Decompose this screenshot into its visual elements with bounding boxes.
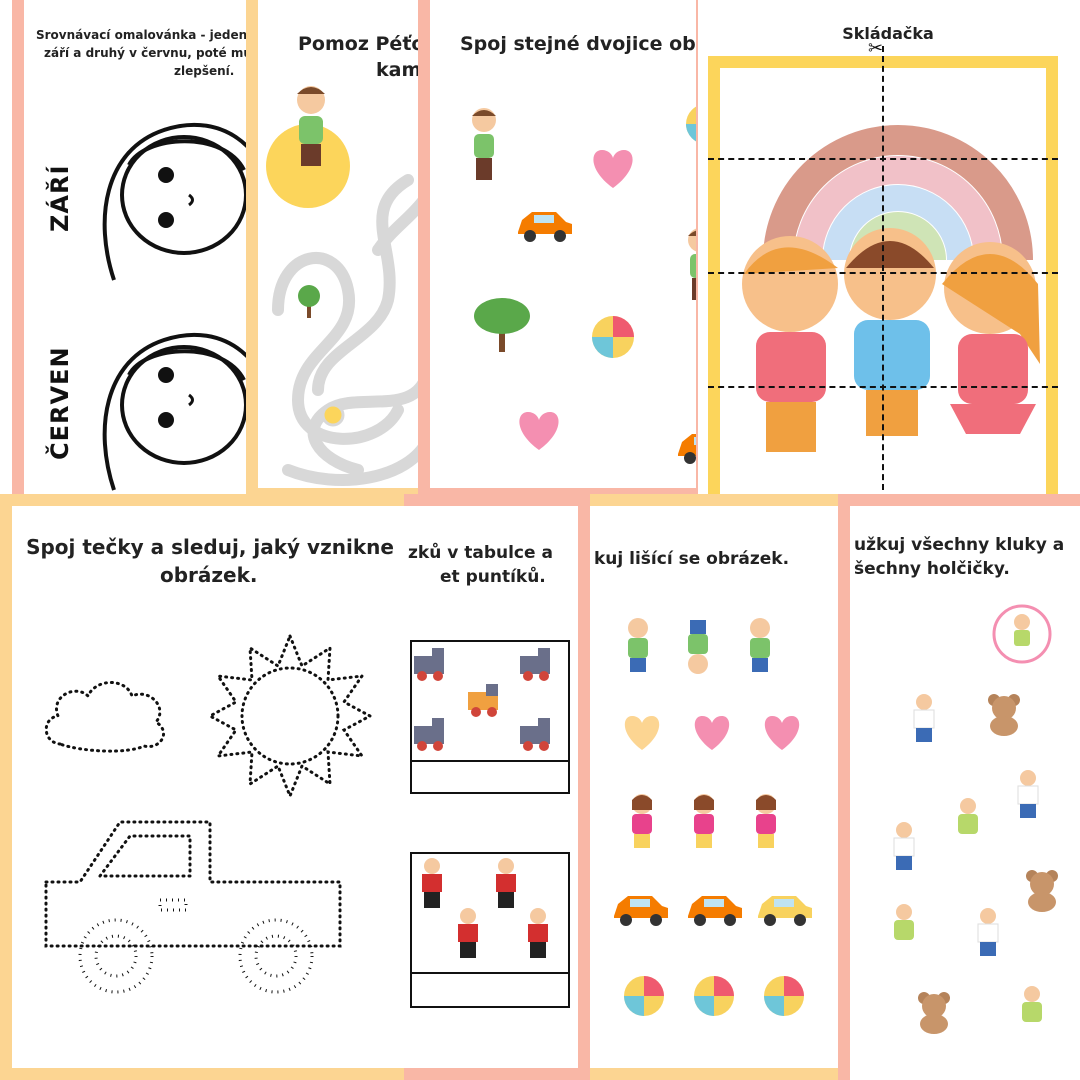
train-icon: [468, 684, 498, 717]
ball-icon: [764, 976, 804, 1016]
boy-icon: [977, 908, 999, 956]
label-september: ZÁŘÍ: [46, 164, 74, 232]
coloring-intro-3: zlepšení.: [174, 64, 235, 78]
train-icon: [520, 648, 550, 681]
sheet-find: užkuj všechny kluky a šechny holčičky.: [838, 494, 1080, 1080]
maze-paths: [272, 174, 424, 486]
boy-upside-down-icon: [688, 620, 708, 674]
heart-icon: [519, 412, 559, 450]
counting-title-1: zků v tabulce a: [408, 543, 553, 563]
maze-title-2: kam: [376, 59, 422, 81]
train-icon: [414, 718, 444, 751]
tree-icon: [298, 285, 320, 318]
footballer-icon: [422, 858, 442, 908]
heart-icon: [764, 716, 800, 750]
sheet-coloring: Srovnávací omalovánka - jeden ob září a …: [12, 0, 262, 510]
cloud-dotted: [44, 681, 165, 753]
sheet-maze: Pomoz Péťo kam: [246, 0, 436, 500]
girl-icon: [894, 904, 914, 940]
teddy-bear-icon: [1026, 870, 1058, 912]
maze-title-1: Pomoz Péťo: [298, 33, 425, 55]
girl-icon: [756, 794, 776, 848]
footballer-icon: [458, 908, 478, 958]
ball-icon: [624, 976, 664, 1016]
children-group-icon: [742, 228, 1040, 452]
boy-icon: [913, 694, 935, 742]
heart-icon: [593, 150, 633, 188]
ball-icon: [592, 316, 634, 358]
car-icon: [758, 896, 812, 926]
footballer-icon: [528, 908, 548, 958]
find-title-1: užkuj všechny kluky a: [854, 535, 1065, 555]
coloring-intro-1: Srovnávací omalovánka - jeden ob: [36, 28, 262, 42]
train-icon: [520, 718, 550, 751]
counting-table-football: [410, 852, 570, 1008]
car-icon: [678, 434, 696, 464]
sheet-pairs: Spoj stejné dvojice obrá: [418, 0, 708, 500]
odd-one-title: kuj lišící se obrázek.: [594, 549, 790, 569]
ball-icon: [694, 976, 734, 1016]
girl-icon: [632, 794, 652, 848]
pairs-title: Spoj stejné dvojice obrá: [460, 33, 708, 55]
counting-table-trains: [410, 640, 570, 794]
boy-icon: [472, 108, 496, 180]
car-icon: [518, 212, 572, 242]
coloring-intro-2: září a druhý v červnu, poté můža: [44, 46, 262, 60]
teddy-bear-icon: [918, 992, 950, 1034]
boy-icon: [893, 822, 915, 870]
sheet-odd-one: kuj lišící se obrázek.: [590, 494, 850, 1080]
girl-icon: [958, 798, 978, 834]
puzzle-title: Skládačka: [842, 24, 934, 43]
sheet-dots: Spoj tečky a sleduj, jaký vznikne obráze…: [0, 494, 416, 1080]
footballer-icon: [496, 858, 516, 908]
dots-title-2: obrázek.: [160, 563, 258, 587]
heart-icon: [624, 716, 660, 750]
truck-dotted: [44, 820, 342, 994]
scissors-icon: ✂: [868, 38, 884, 59]
puzzle-cut-line-vertical: [882, 46, 884, 500]
find-title-2: šechny holčičky.: [854, 559, 1010, 579]
boy-icon: [1017, 770, 1039, 818]
boy-icon: [297, 86, 325, 166]
sheet-puzzle: Skládačka ✂: [698, 0, 1080, 500]
boy-icon: [688, 228, 696, 300]
heart-icon: [694, 716, 730, 750]
ball-icon: [686, 106, 696, 142]
girl-icon: [694, 794, 714, 848]
girl-outline-1: [102, 122, 250, 281]
counting-title-2: et puntíků.: [440, 567, 546, 587]
tree-icon: [474, 298, 530, 352]
girl-icon: [1022, 986, 1042, 1022]
car-icon: [614, 896, 668, 926]
sheet-counting: zků v tabulce a et puntíků.: [404, 494, 590, 1080]
car-icon: [688, 896, 742, 926]
teddy-bear-icon: [988, 694, 1020, 736]
train-icon: [414, 648, 444, 681]
dots-title-1: Spoj tečky a sleduj, jaký vznikne: [26, 535, 394, 559]
sun-dotted: [206, 631, 374, 801]
girl-circled-icon: [992, 604, 1052, 664]
boy-icon: [628, 618, 648, 672]
girl-outline-2: [102, 332, 250, 491]
maze-end-dot: [321, 403, 345, 427]
boy-icon: [750, 618, 770, 672]
rainbow-icon: [763, 125, 1033, 261]
label-june: ČERVEN: [46, 346, 74, 460]
